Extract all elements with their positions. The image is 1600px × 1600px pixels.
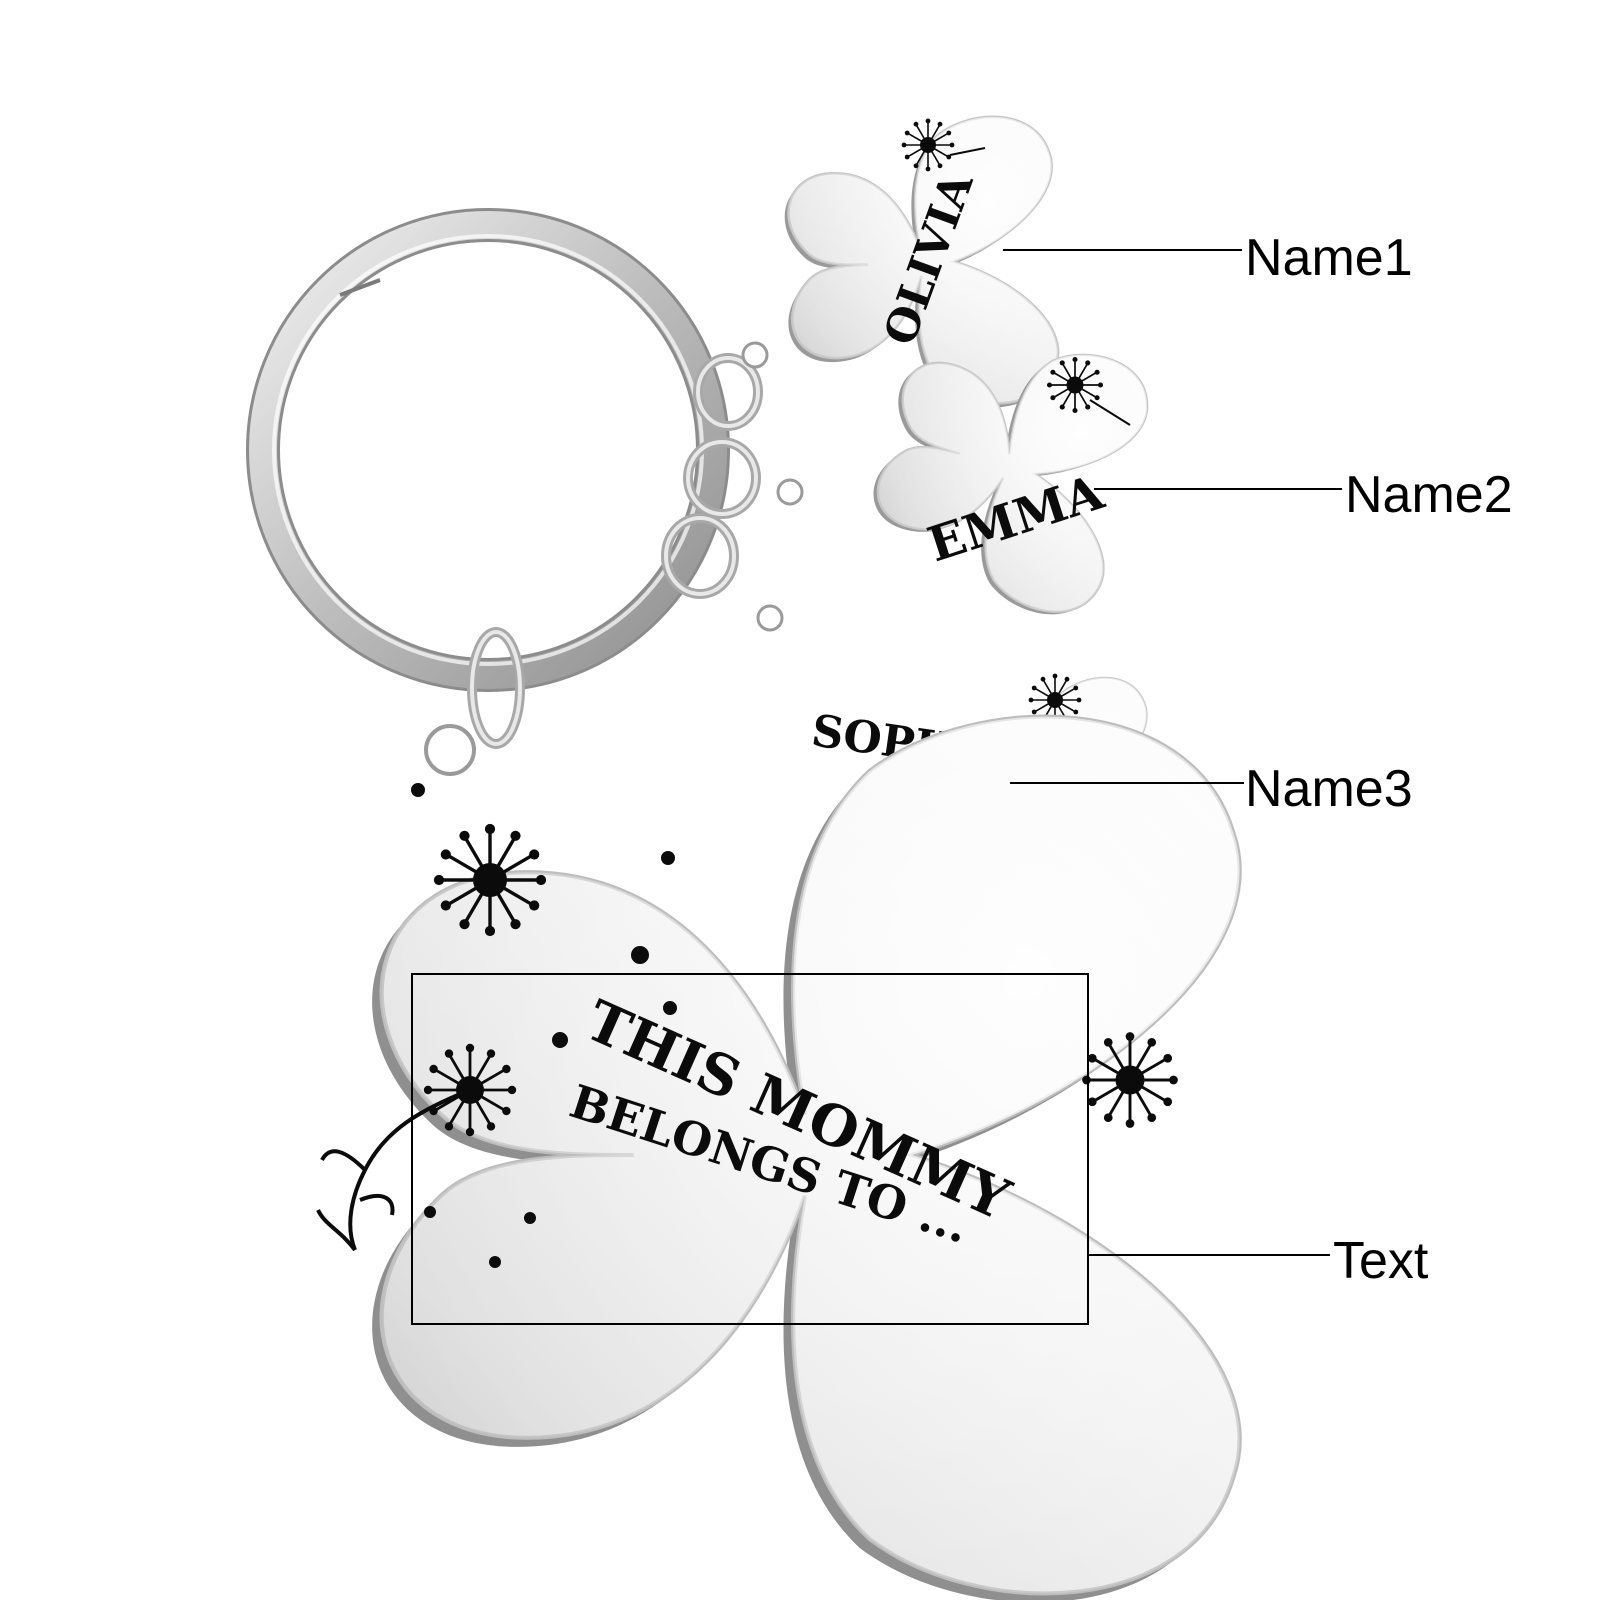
engraved-dots: [411, 783, 677, 1268]
tag-hole: [424, 724, 476, 776]
callout-name3: Name3: [1245, 760, 1413, 818]
main-butterfly-tag: THIS MOMMY BELONGS TO ...: [316, 717, 1240, 1600]
callout-text: Text: [1333, 1232, 1429, 1290]
callout-lines: [1003, 249, 1342, 1256]
dandelion-stem-decoration: [316, 1088, 471, 1252]
charm-hole: [756, 604, 784, 632]
jump-rings: [467, 353, 763, 749]
split-key-ring: [246, 208, 730, 692]
text-area-outline: [411, 973, 1089, 1325]
charm-hole: [776, 478, 804, 506]
callout-name1: Name1: [1245, 229, 1413, 287]
callout-name2: Name2: [1345, 466, 1513, 524]
charm-hole: [741, 341, 769, 369]
